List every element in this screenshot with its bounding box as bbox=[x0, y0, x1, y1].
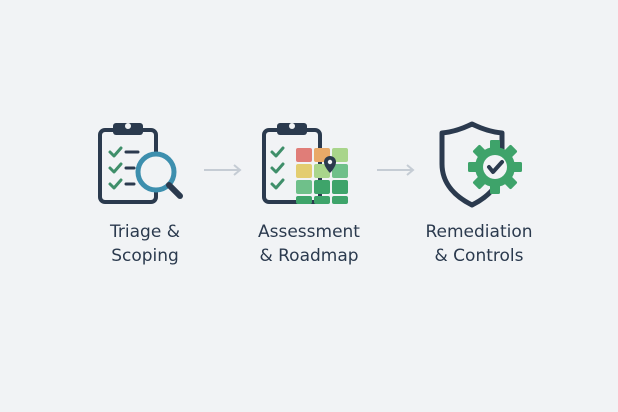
clipboard-search-icon bbox=[98, 123, 183, 204]
shield-gear-check-icon bbox=[439, 121, 522, 208]
heatmap-grid bbox=[296, 148, 348, 204]
step-label-line-1: Triage & bbox=[110, 222, 180, 242]
step-label-line-2: & Roadmap bbox=[259, 246, 359, 266]
step-label-line-1: Remediation bbox=[425, 222, 533, 242]
step-label-line-1: Assessment bbox=[258, 222, 360, 242]
arrow-right-icon bbox=[204, 164, 242, 176]
step-label-remediation-controls: Remediation & Controls bbox=[404, 220, 554, 268]
map-pin-icon bbox=[324, 156, 336, 173]
step-label-triage-scoping: Triage & Scoping bbox=[70, 220, 220, 268]
clipboard-heatmap-icon bbox=[262, 123, 348, 204]
check-icon bbox=[487, 160, 504, 174]
arrow-right-icon bbox=[377, 164, 415, 176]
step-label-line-2: Scoping bbox=[111, 246, 179, 266]
step-label-line-2: & Controls bbox=[434, 246, 524, 266]
gear-icon bbox=[468, 140, 522, 194]
step-label-assessment-roadmap: Assessment & Roadmap bbox=[234, 220, 384, 268]
